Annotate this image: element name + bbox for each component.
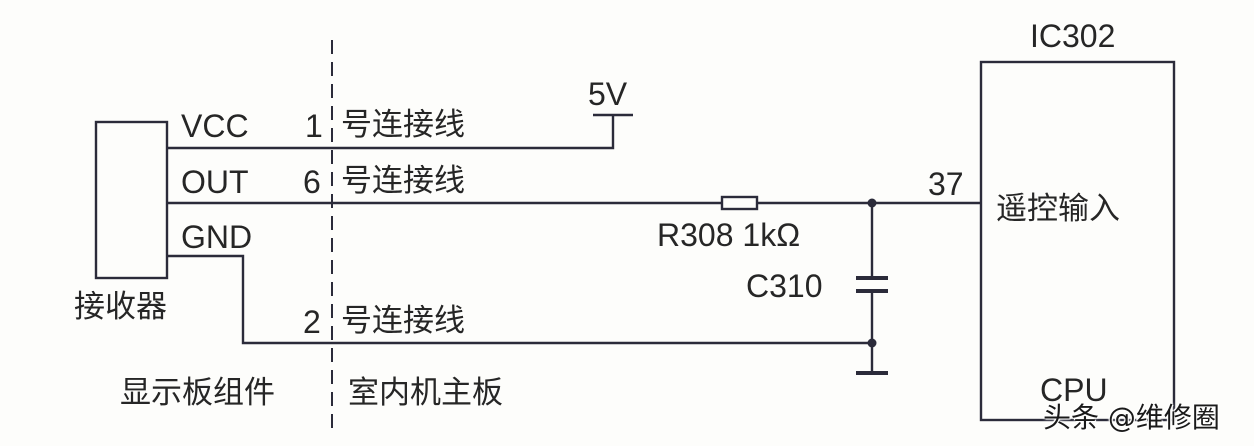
receiver-label: 接收器 [74,289,167,325]
junction-dot [867,198,877,208]
supply-5v-label: 5V [588,76,628,112]
resistor-label: R308 1kΩ [657,217,801,253]
junction-dot [867,338,877,348]
connector-label-1: 号连接线 [341,107,465,143]
section-left-label: 显示板组件 [120,375,275,411]
resistor-r308-icon [720,195,759,211]
section-right-label: 室内机主板 [348,375,503,411]
connector-number-1: 1 [305,108,323,144]
ic302-box [979,60,1176,422]
pin-label-gnd: GND [181,219,253,255]
ic-name-label: CPU [1040,372,1108,408]
connector-label-6: 号连接线 [341,163,465,199]
connector-label-2: 号连接线 [341,303,465,339]
connector-number-6: 6 [303,164,321,200]
watermark: 头条 @维修圈 [1043,401,1220,434]
ic-ref-label: IC302 [1030,18,1116,54]
ic-pin-number: 37 [928,166,964,202]
vcc-wire [167,115,615,150]
connector-number-2: 2 [303,304,321,340]
gnd-wire [167,254,872,345]
pin-label-out: OUT [181,164,249,200]
receiver-box [94,120,169,280]
ic-pin-function: 遥控输入 [996,191,1120,227]
capacitor-label: C310 [746,268,823,304]
pin-label-vcc: VCC [181,108,249,144]
